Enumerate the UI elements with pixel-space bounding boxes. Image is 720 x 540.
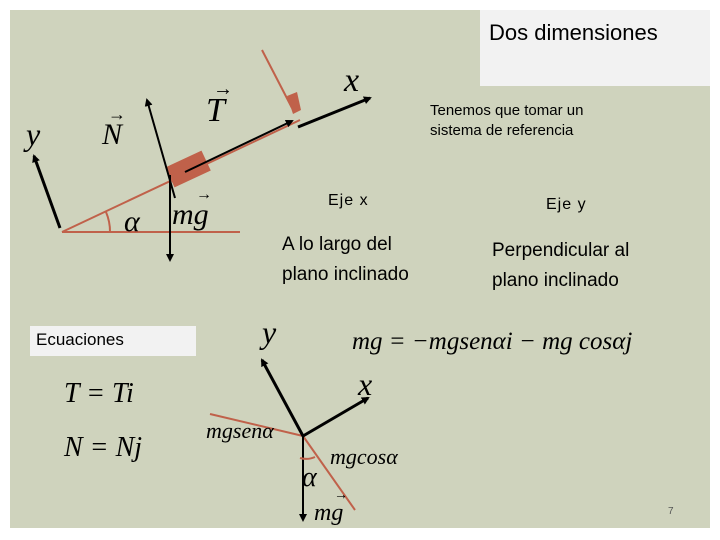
tension-arrow xyxy=(184,119,294,173)
mg-vector-equation: mg = −mgsenαi − mg cosαj xyxy=(352,328,633,355)
eje-y-heading: Eje y xyxy=(546,196,587,213)
eje-y-desc-2: plano inclinado xyxy=(492,270,619,291)
slide: Dos dimensiones Tenemos que tomar un sis… xyxy=(10,10,710,528)
angle-label-lower: α xyxy=(302,462,317,493)
n-equation: N = Nj xyxy=(64,432,143,463)
y-axis-label: y xyxy=(26,116,41,152)
y-axis-arrow xyxy=(32,154,62,229)
note-line: Tenemos que tomar un sistema de referenc… xyxy=(430,102,584,139)
ecuaciones-box xyxy=(30,326,196,356)
weight-vector-mark: → xyxy=(196,186,212,203)
weight-label: mg xyxy=(172,198,209,231)
eje-y-desc-1: Perpendicular al xyxy=(492,240,630,261)
eje-x-desc-1: A lo largo del xyxy=(282,234,392,255)
x-axis-label: x xyxy=(344,62,360,99)
y-axis-label-lower: y xyxy=(262,314,277,350)
angle-label: α xyxy=(124,205,140,238)
angle-arc xyxy=(105,211,112,233)
t-equation: T = Ti xyxy=(64,378,134,409)
pulley-string xyxy=(261,49,293,109)
weight-lower-vector-mark: → xyxy=(334,488,348,503)
block xyxy=(165,150,211,188)
ecuaciones-label: Ecuaciones xyxy=(36,330,124,349)
weight-label-lower: mg xyxy=(314,500,344,526)
tension-vector-mark: → xyxy=(213,78,233,100)
title-box xyxy=(480,10,710,86)
page-number: 7 xyxy=(668,506,674,517)
mgsen-label: mgsenα xyxy=(206,418,274,443)
x-axis-arrow xyxy=(297,96,372,129)
eje-x-heading: Eje x xyxy=(328,192,369,209)
pulley-shape xyxy=(287,92,301,114)
mgcos-label: mgcosα xyxy=(330,444,398,469)
mgsen-line xyxy=(209,413,304,437)
diagram-svg xyxy=(32,49,372,522)
normal-vector-mark: → xyxy=(108,104,126,124)
angle-arc-lower xyxy=(299,456,316,460)
x-axis-label-lower: x xyxy=(358,366,373,402)
y-axis-lower xyxy=(260,358,305,437)
normal-label: N xyxy=(102,118,123,151)
x-axis-lower xyxy=(302,396,370,438)
eje-x-desc-2: plano inclinado xyxy=(282,264,409,285)
title: Dos dimensiones xyxy=(489,20,658,45)
mgcos-line xyxy=(302,435,356,511)
tension-label: T xyxy=(206,92,225,129)
